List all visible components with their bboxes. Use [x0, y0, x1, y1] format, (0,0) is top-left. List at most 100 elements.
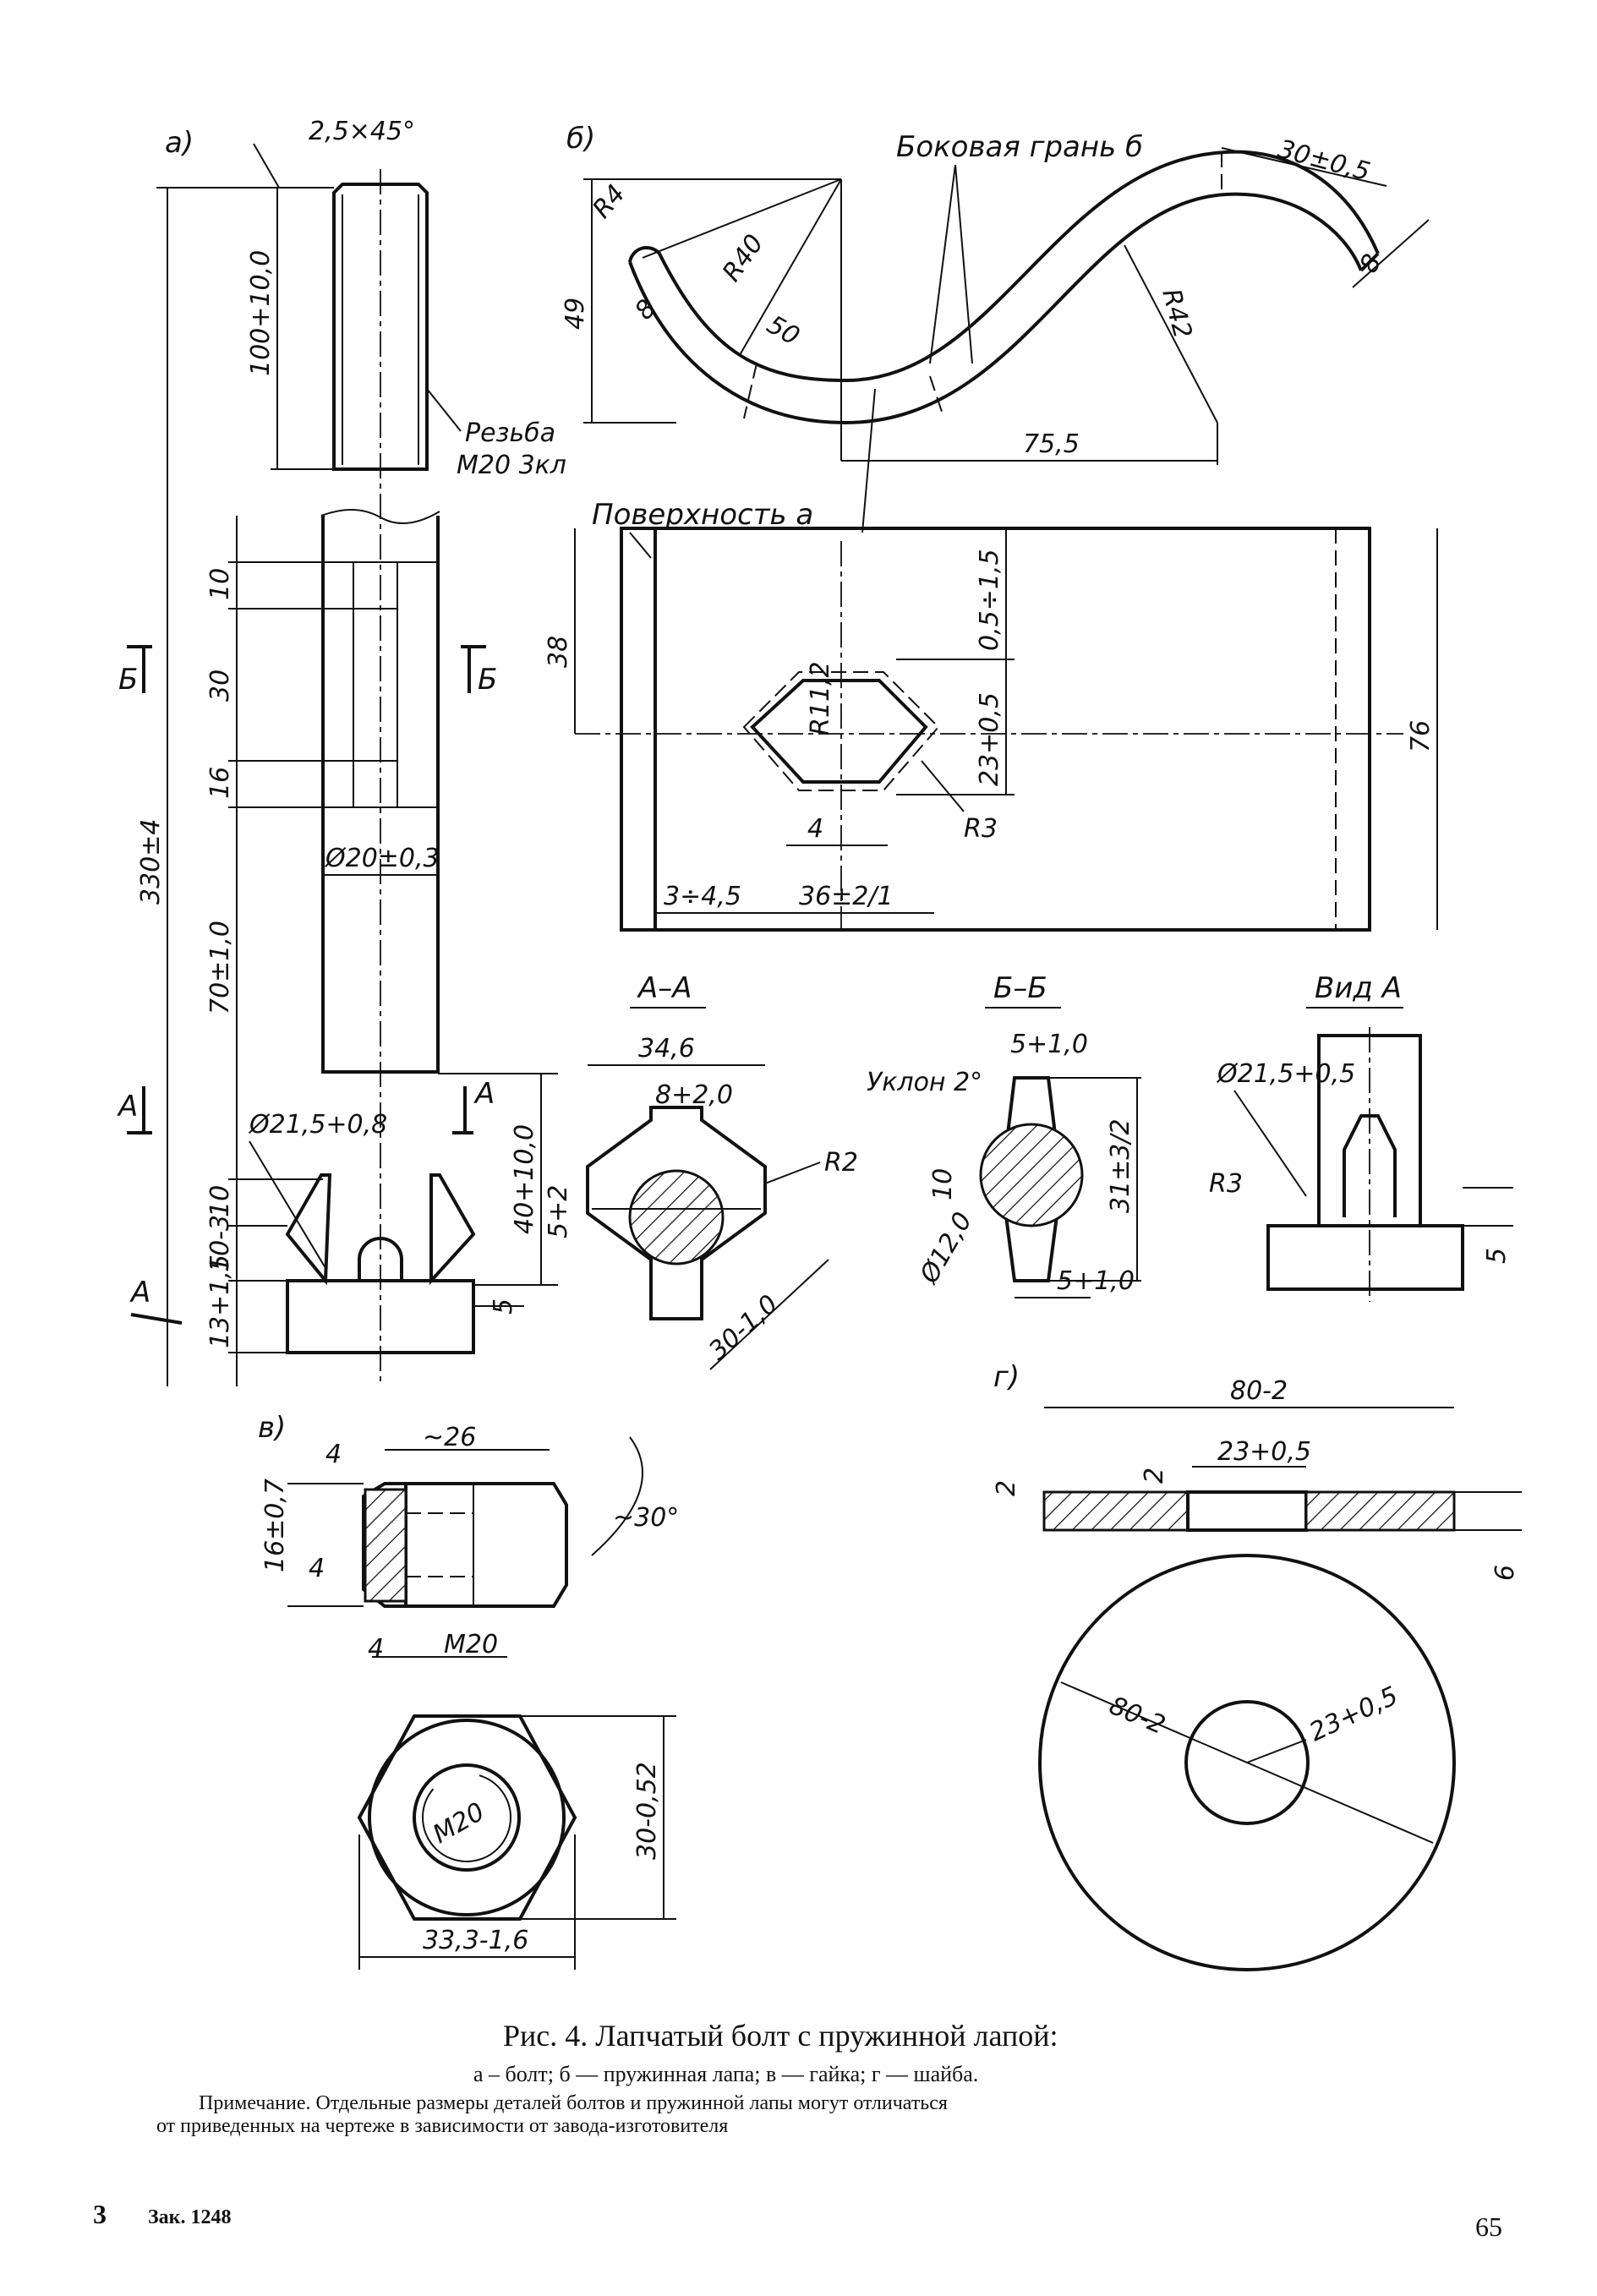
- washer-bore: [1184, 1700, 1310, 1825]
- dim-30-1: 30-1,0: [703, 1289, 784, 1366]
- surface-a-label: Поверхность а: [592, 498, 813, 532]
- dim-16-nut: 16±0,7: [260, 1479, 290, 1572]
- dim-49: 49: [561, 298, 590, 330]
- dia-12: Ø12,0: [914, 1207, 979, 1290]
- dim-10c: 10-3: [205, 1215, 235, 1272]
- angle-arc: [591, 1436, 643, 1556]
- signature-number: 3: [93, 2199, 107, 2229]
- r50-label: 50: [762, 310, 805, 352]
- slope-label: Уклон 2°: [867, 1068, 982, 1097]
- nut-hexagon: [357, 1714, 577, 1921]
- r40-label: R40: [717, 229, 770, 287]
- section-bb: Б–Б Уклон 2° 5+1,0 31±3/2 10 Ø12,0 5+1,0: [867, 971, 1141, 1298]
- section-aa-bolt-section: [628, 1169, 725, 1266]
- dim-23-slot: 23+0,5: [975, 692, 1004, 786]
- section-aa: А–А 34,6 8+2,0 R2 5+2 30-1,0: [544, 971, 858, 1370]
- spring-paw-view: б) Боковая грань б R4 R40 8 50 49 30±0,5…: [544, 122, 1438, 932]
- paw-profile-outer: [628, 150, 1380, 383]
- dim-8b-line: [1352, 219, 1430, 288]
- note-line-2: от приведенных на чертеже в зависимости …: [156, 2115, 728, 2137]
- view-a-arrow-label: А: [129, 1276, 150, 1309]
- section-b-label-right: Б: [478, 663, 497, 697]
- chamfer-leader: [253, 143, 280, 189]
- r40-line: [642, 178, 842, 259]
- r42-line: [1124, 244, 1218, 424]
- dim-30-nut: 30-0,52: [632, 1762, 662, 1860]
- view-label-v: в): [258, 1411, 286, 1445]
- view-a: Вид А Ø21,5+0,5 R3 5: [1209, 971, 1513, 1302]
- section-bb-bolt-section: [979, 1123, 1084, 1227]
- page-footer: 3 Зак. 1248 65: [93, 2199, 1502, 2242]
- washer-section-left: [1042, 1490, 1190, 1532]
- leader-21-5: [249, 1140, 326, 1269]
- dim-8b: 8: [1354, 249, 1388, 278]
- view-a-title: Вид А: [1315, 971, 1402, 1005]
- surface-mark-2b: 2: [1140, 1468, 1169, 1484]
- dim-80-diameter: 80-2: [1105, 1691, 1169, 1741]
- side-face-leader-2: [954, 164, 973, 364]
- r2-leader: [764, 1162, 821, 1184]
- bolt-paw-boss: [358, 1237, 403, 1281]
- nut-section: [364, 1488, 407, 1603]
- surface-a-leader: [629, 532, 652, 559]
- dim-23-diameter: 23+0,5: [1305, 1681, 1403, 1748]
- side-face-to-plan-leader: [861, 388, 876, 533]
- r42-label: R42: [1156, 286, 1197, 342]
- r50-line: [739, 178, 842, 356]
- washer-view: г) 80-2 23+0,5 2 2 6 80-2 23+0,5: [992, 1360, 1522, 1971]
- side-face-label: Боковая грань б: [896, 130, 1143, 164]
- view-a-arrow: [130, 1313, 183, 1325]
- dim-30: 30: [205, 670, 235, 702]
- note-line-1: Примечание. Отдельные размеры деталей бо…: [199, 2092, 948, 2114]
- washer-section-right: [1304, 1490, 1456, 1532]
- total-length-label: 330±4: [136, 819, 166, 905]
- dim-16: 16: [205, 767, 235, 799]
- bolt-diameter-label: Ø20±0,3: [324, 844, 440, 873]
- dim-34-6: 34,6: [638, 1034, 695, 1063]
- slot-shape-dashed: [742, 671, 940, 791]
- dim-30-1-line: [709, 1259, 829, 1370]
- washer-outer: [1038, 1554, 1456, 1971]
- dim-31: 31±3/2: [1106, 1118, 1135, 1213]
- surface-mark-2: 4: [309, 1554, 325, 1583]
- shank-flat: [353, 561, 398, 808]
- dim-80: 80-2: [1230, 1376, 1288, 1406]
- view-a-dia: Ø21,5+0,5: [1216, 1059, 1355, 1089]
- nut-chamfer-circle: [368, 1719, 566, 1916]
- dim-30-line: [1221, 147, 1387, 187]
- dim-0-5-1-5: 0,5÷1,5: [975, 549, 1004, 651]
- nut-thread-circle: [422, 1773, 511, 1862]
- dim-5-top: 5+1,0: [1010, 1030, 1088, 1059]
- dim-40: 40+10,0: [510, 1124, 539, 1234]
- dim-5-bottom: 5+1,0: [1057, 1266, 1135, 1296]
- section-aa-outline: [586, 1106, 767, 1320]
- nut-side-outline: [406, 1482, 568, 1608]
- dim-23-washer: 23+0,5: [1217, 1437, 1311, 1467]
- side-face-leader-1: [929, 164, 956, 364]
- r2-label: R2: [824, 1148, 858, 1178]
- dim-76: 76: [1406, 720, 1436, 752]
- paw-tangent-2: [929, 375, 943, 415]
- dim-23-diag: [1246, 1739, 1307, 1763]
- paw-tip: [1359, 252, 1380, 272]
- section-b-label-left: Б: [118, 663, 138, 697]
- r3-label: R3: [964, 814, 998, 844]
- dim-26: ~26: [423, 1423, 476, 1452]
- nut-bore: [413, 1763, 521, 1872]
- dim-5-2: 5+2: [544, 1185, 573, 1238]
- dim-75-5: 75,5: [1023, 429, 1080, 459]
- dim-38: 38: [544, 636, 573, 668]
- order-number: Зак. 1248: [148, 2206, 232, 2228]
- section-aa-title: А–А: [637, 971, 692, 1005]
- view-label-b: б): [566, 122, 595, 156]
- chamfer-label: 2,5×45°: [309, 117, 415, 146]
- dim-4: 4: [807, 814, 823, 844]
- bolt-view: а) 2,5×45° 100+10,0 Резьба М20 3кл Ø20±0…: [117, 117, 566, 1386]
- dim-70: 70±1,0: [205, 921, 235, 1014]
- dim-36: 36±2/1: [799, 882, 894, 911]
- caption: Рис. 4. Лапчатый болт с пружинной лапой:…: [156, 2019, 1058, 2137]
- thread-leader: [426, 388, 462, 432]
- thread-note-1: Резьба: [465, 418, 555, 448]
- dim-10b: 10: [205, 1185, 235, 1217]
